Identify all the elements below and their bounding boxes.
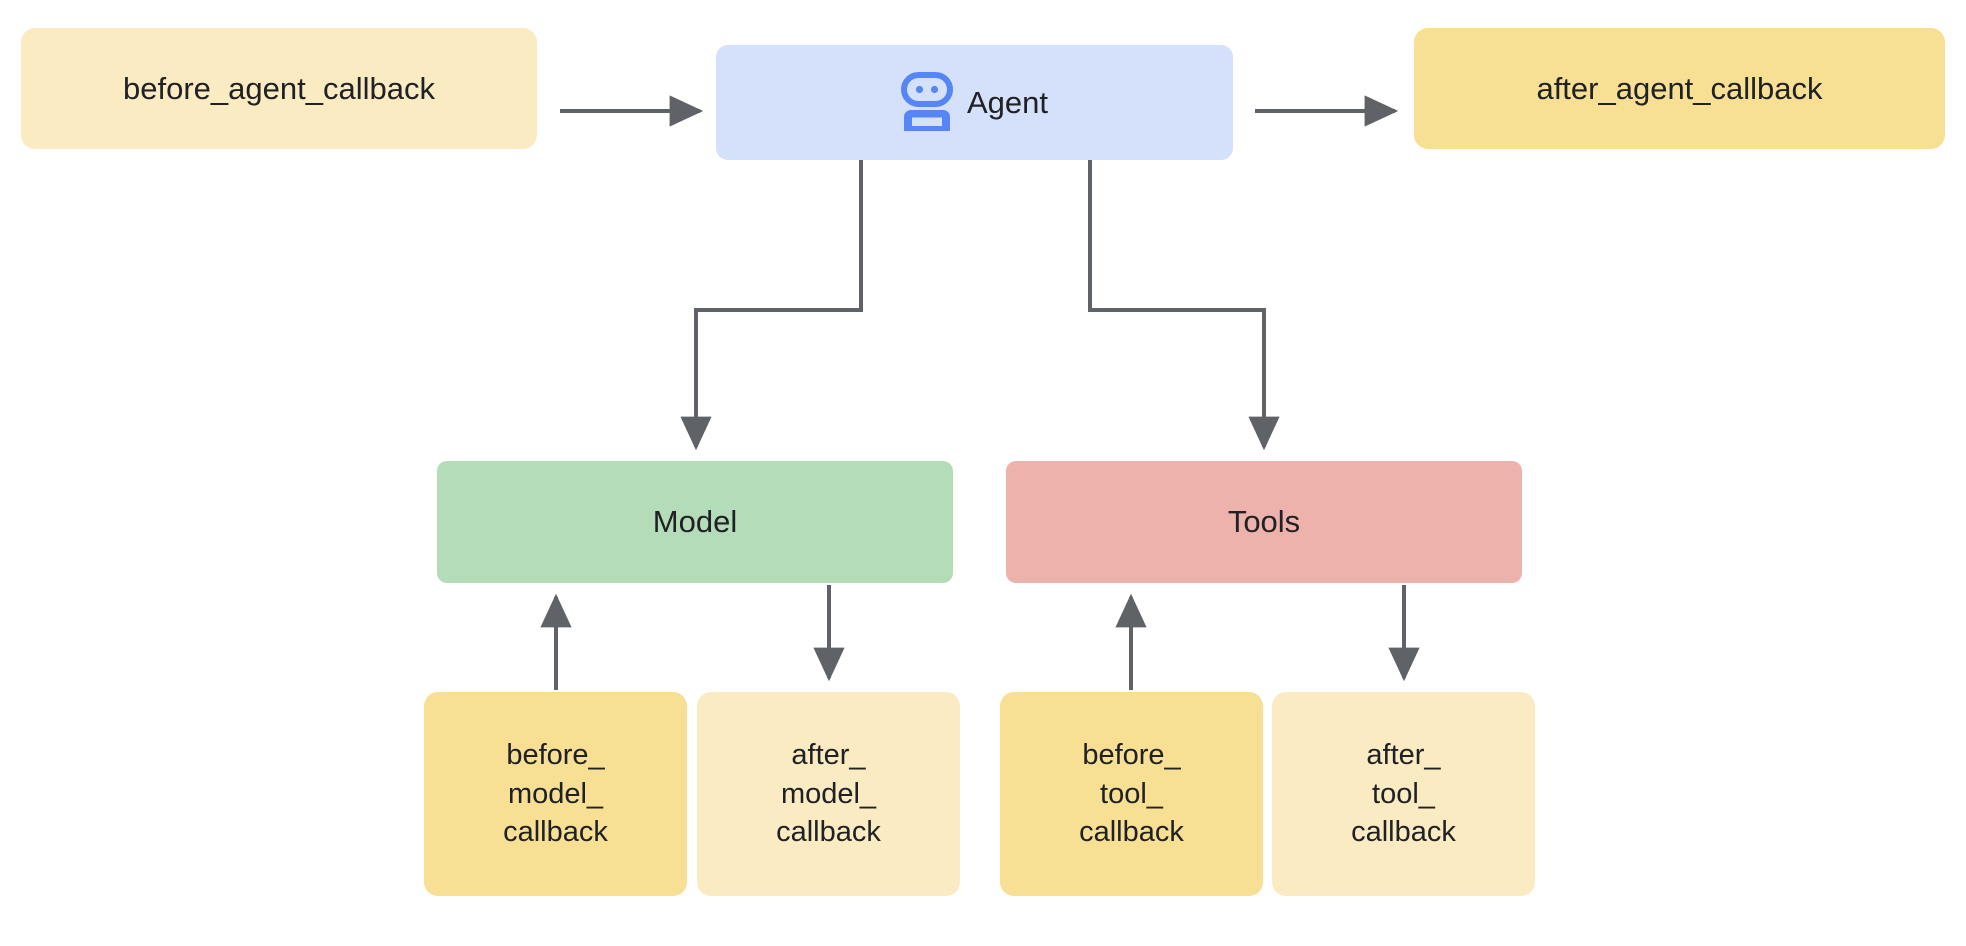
robot-icon	[900, 71, 953, 131]
edge-agent-to-model	[680, 160, 863, 451]
node-agent-label: Agent	[966, 84, 1048, 120]
node-before-tool-callback[interactable]: before_ tool_ callback	[1000, 692, 1263, 896]
node-agent[interactable]: Agent	[716, 45, 1233, 160]
node-after-model-callback[interactable]: after_ model_ callback	[697, 692, 960, 896]
node-model-label: Model	[652, 504, 738, 540]
node-tools-label: Tools	[1227, 504, 1301, 540]
node-after-tool-callback-label: after_ tool_ callback	[1351, 739, 1456, 849]
node-after-agent-callback-label: after_agent_callback	[1536, 70, 1823, 106]
node-before-model-callback[interactable]: before_ model_ callback	[424, 692, 687, 896]
edge-agent-to-tools	[1088, 160, 1280, 451]
node-tools[interactable]: Tools	[1006, 461, 1522, 583]
node-before-agent-callback-label: before_agent_callback	[123, 70, 435, 106]
node-before-model-callback-label: before_ model_ callback	[503, 739, 608, 849]
node-before-tool-callback-label: before_ tool_ callback	[1079, 739, 1184, 849]
node-after-tool-callback[interactable]: after_ tool_ callback	[1272, 692, 1535, 896]
node-after-agent-callback[interactable]: after_agent_callback	[1414, 28, 1945, 149]
agent-content: Agent	[900, 71, 1048, 134]
node-after-model-callback-label: after_ model_ callback	[776, 739, 881, 849]
node-before-agent-callback[interactable]: before_agent_callback	[21, 28, 537, 149]
node-model[interactable]: Model	[437, 461, 953, 583]
